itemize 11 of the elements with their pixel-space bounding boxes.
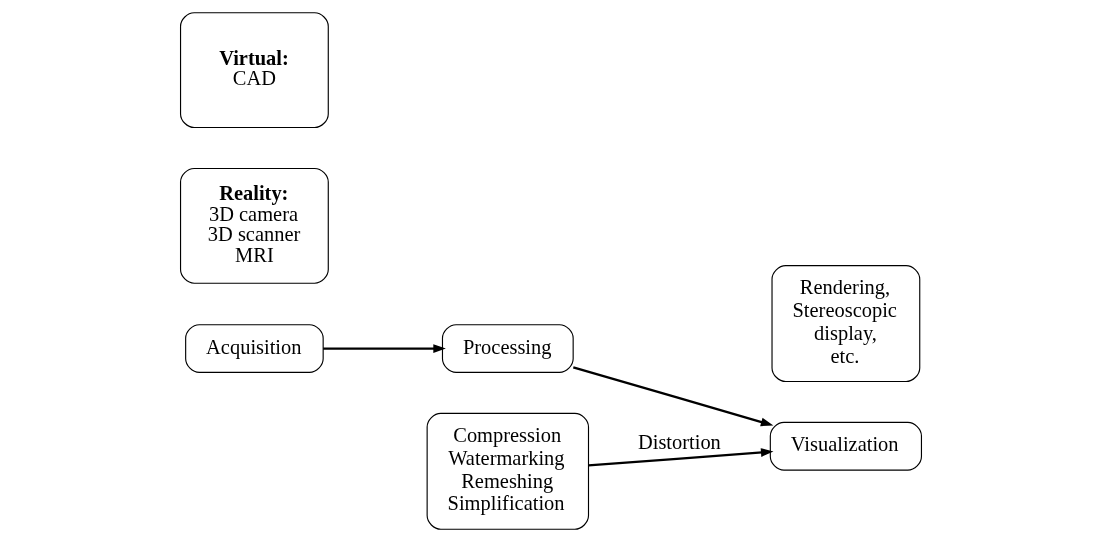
node-box: Processing <box>441 324 574 373</box>
edge-label: Distortion <box>637 431 721 454</box>
arrow <box>588 448 774 467</box>
node-box: Compression Watermarking Remeshing Simplification <box>426 412 590 530</box>
arrow <box>323 344 446 353</box>
node-box: Acquisition <box>185 324 324 373</box>
node-box: Rendering, Stereoscopic display, etc. <box>771 265 921 383</box>
node-box: Virtual: CAD <box>180 12 329 129</box>
node-box: Visualization <box>769 421 923 471</box>
node-box: Reality: 3D camera 3D scanner MRI <box>180 167 329 284</box>
arrow <box>573 366 774 427</box>
